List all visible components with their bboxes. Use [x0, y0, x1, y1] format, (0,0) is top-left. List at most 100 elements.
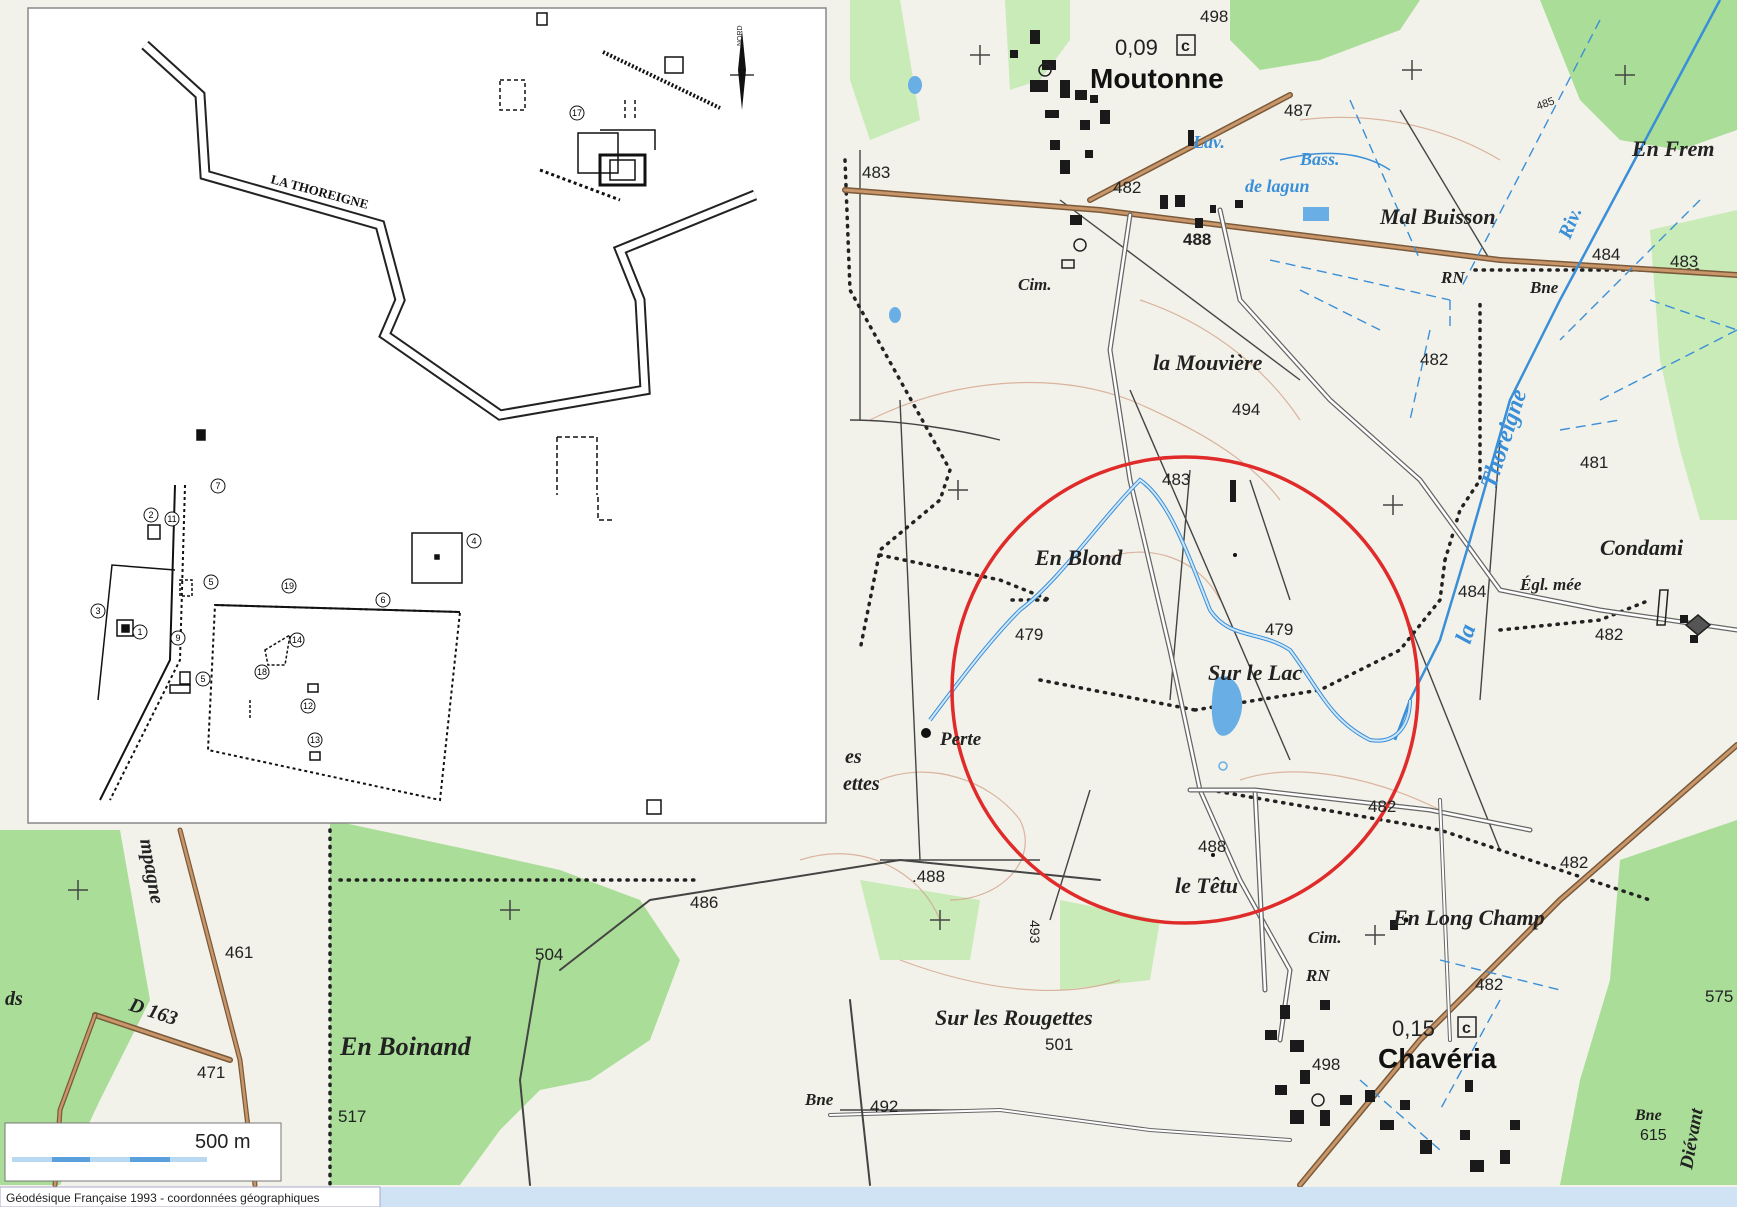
roads — [52, 92, 1737, 1188]
label-cim-bottom: Cim. — [1308, 928, 1342, 947]
elev-487: 487 — [1284, 101, 1312, 120]
elev-575: 575 — [1705, 987, 1733, 1006]
label-bne-bottom: Bne — [804, 1090, 834, 1109]
elev-494: 494 — [1232, 400, 1260, 419]
label-sur-les-rougettes: Sur les Rougettes — [935, 1005, 1093, 1030]
svg-text:6: 6 — [380, 595, 385, 605]
elev-485: 485 — [1535, 95, 1556, 113]
svg-text:17: 17 — [572, 108, 582, 118]
contour-lines — [799, 116, 1501, 991]
study-area-circle — [950, 455, 1420, 925]
plan-marker-7: 7 — [210, 478, 226, 494]
plan-marker-2: 2 — [143, 507, 159, 523]
plan-marker-11: 11 — [164, 511, 180, 527]
elev-493: 493 — [1027, 920, 1043, 944]
elev-483-left: 483 — [862, 163, 890, 182]
footer-text: Géodésique Française 1993 - coordonnées … — [6, 1191, 320, 1205]
label-rn-top: RN — [1440, 268, 1465, 287]
svg-text:12: 12 — [303, 701, 313, 711]
elev-481: 481 — [1580, 453, 1608, 472]
label-bass: Bass. — [1299, 149, 1340, 169]
svg-text:19: 19 — [284, 581, 294, 591]
elev-504: 504 — [535, 945, 563, 964]
elev-486: 486 — [690, 893, 718, 912]
scale-bar[interactable]: 500 m — [4, 1122, 282, 1182]
elev-479-left: 479 — [1015, 625, 1043, 644]
elev-471: 471 — [197, 1063, 225, 1082]
label-en-blond: En Blond — [1034, 545, 1123, 570]
label-sur-le-lac: Sur le Lac — [1208, 660, 1302, 685]
buildings — [1010, 30, 1698, 1172]
cross-markers — [68, 45, 1635, 945]
label-pop-moutonne: 0,09 — [1115, 35, 1158, 60]
label-rn-bottom: RN — [1305, 966, 1330, 985]
svg-text:2: 2 — [148, 510, 153, 520]
plan-marker-12: 12 — [300, 698, 316, 714]
svg-text:7: 7 — [215, 481, 220, 491]
svg-text:1: 1 — [137, 627, 142, 637]
label-moutonne: Moutonne — [1090, 63, 1224, 94]
plan-marker-6: 6 — [375, 592, 391, 608]
parcel-lines — [840, 109, 1501, 1111]
plan-marker-17: 17 — [569, 105, 585, 121]
svg-text:18: 18 — [257, 667, 267, 677]
svg-text:NORD: NORD — [737, 25, 744, 46]
landmark-symbols — [1038, 63, 1712, 1107]
label-lav: Lav. — [1192, 132, 1225, 152]
label-perte: Perte — [939, 729, 982, 750]
svg-text:5: 5 — [208, 577, 213, 587]
plan-marker-18: 18 — [254, 664, 270, 680]
label-egl-mee: Égl. mée — [1519, 575, 1582, 594]
site-plan-inset: LA THOREIGNE NORD — [27, 7, 827, 824]
elevation-labels: 498 487 483 482 488 484 483 482 494 481 … — [197, 7, 1733, 1144]
svg-text:5: 5 — [200, 674, 205, 684]
plan-marker-13: 13 — [307, 732, 323, 748]
label-es: es — [845, 746, 862, 768]
elev-479-mid: 479 — [1265, 620, 1293, 639]
label-c-moutonne: c — [1181, 38, 1190, 55]
elev-482-low: 482 — [1368, 797, 1396, 816]
site-plan-frame — [27, 7, 827, 824]
label-le-tetu: le Têtu — [1175, 873, 1238, 898]
plan-marker-9: 9 — [170, 630, 186, 646]
label-bne-right: Bne — [1634, 1107, 1662, 1124]
svg-text:13: 13 — [310, 735, 320, 745]
elev-488-low: .488 — [912, 867, 945, 886]
pond-sur-le-lac — [1211, 676, 1243, 736]
plan-feature-numbers: 17 7 2 11 4 5 6 19 3 1 9 14 18 5 12 13 — [90, 105, 585, 748]
label-c-chaveria: c — [1462, 1020, 1471, 1037]
elev-501: 501 — [1045, 1035, 1073, 1054]
label-condami: Condami — [1600, 535, 1684, 560]
plan-marker-14: 14 — [289, 632, 305, 648]
footer-bar — [0, 1187, 1737, 1207]
elev-492: 492 — [870, 1097, 898, 1116]
plan-marker-3: 3 — [90, 603, 106, 619]
elev-498-ch: 498 — [1312, 1055, 1340, 1074]
elev-482-mid: 482 — [1420, 350, 1448, 369]
plan-marker-5a: 5 — [203, 574, 219, 590]
svg-text:4: 4 — [471, 536, 476, 546]
elev-482-far: 482 — [1560, 853, 1588, 872]
label-ettes: ettes — [843, 773, 880, 795]
label-en-long-champ: En Long Champ — [1392, 905, 1545, 930]
svg-text:14: 14 — [292, 635, 302, 645]
elev-482-ch: 482 — [1475, 975, 1503, 994]
svg-text:11: 11 — [167, 514, 176, 524]
elev-482-top: 482 — [1113, 178, 1141, 197]
label-la-mouviere: la Mouvière — [1153, 350, 1263, 375]
plan-marker-19: 19 — [281, 578, 297, 594]
elev-488-tetu: 488 — [1198, 837, 1226, 856]
elev-615: 615 — [1640, 1127, 1667, 1144]
label-chaveria: Chavéria — [1378, 1043, 1497, 1074]
label-de-lagun: de lagun — [1245, 176, 1310, 196]
elev-461: 461 — [225, 943, 253, 962]
elev-483-right: 483 — [1670, 252, 1698, 271]
waterways — [928, 0, 1737, 1151]
north-arrow-icon: NORD — [730, 25, 754, 110]
elev-484-right: 484 — [1592, 245, 1620, 264]
elev-498-top: 498 — [1200, 7, 1228, 26]
elev-483-mid: 483 — [1162, 470, 1190, 489]
